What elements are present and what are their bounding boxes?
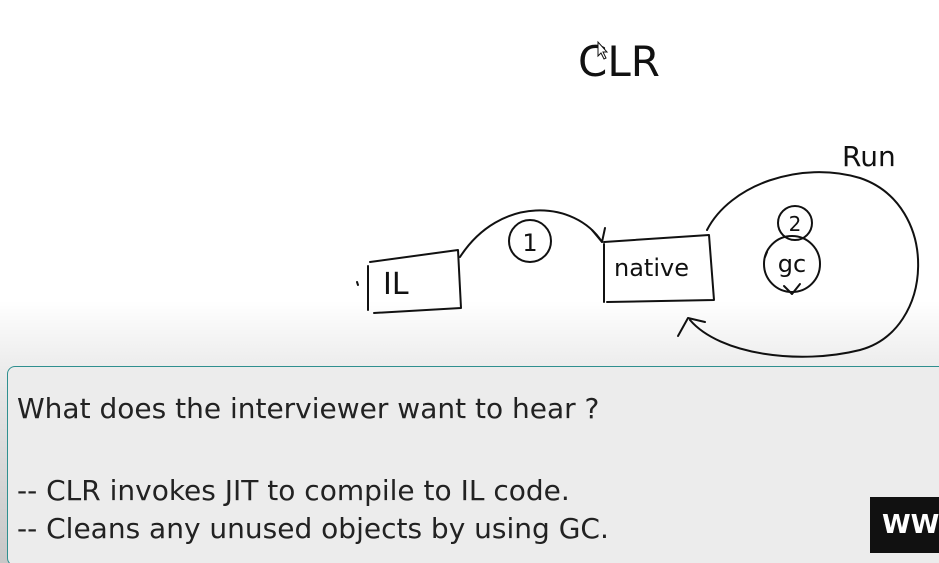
il-box: IL: [356, 249, 462, 314]
step-2-badge: 2: [777, 205, 813, 241]
gc-label: gc: [778, 250, 806, 278]
gc-badge: gc: [763, 235, 821, 295]
native-box: native: [603, 234, 715, 303]
answer-point-jit: -- CLR invokes JIT to compile to IL code…: [17, 474, 570, 507]
diagram-title: CLR: [578, 37, 660, 86]
run-label: Run: [842, 140, 896, 173]
mouse-cursor-icon: [597, 40, 609, 60]
step-1-label: 1: [522, 229, 537, 257]
run-loop-arrow: [689, 171, 920, 358]
interview-question: What does the interviewer want to hear ?: [17, 392, 600, 425]
il-label: IL: [383, 267, 409, 302]
compile-arrow: [459, 209, 603, 258]
native-label: native: [614, 254, 689, 282]
watermark-logo: WW: [870, 497, 939, 553]
compile-arrow-head-icon: [591, 227, 606, 243]
step-2-label: 2: [789, 212, 802, 236]
caption-panel: [7, 366, 939, 563]
step-1-badge: 1: [508, 219, 552, 263]
answer-point-gc: -- Cleans any unused objects by using GC…: [17, 512, 609, 545]
run-loop-arrow-head-icon: [677, 317, 706, 337]
